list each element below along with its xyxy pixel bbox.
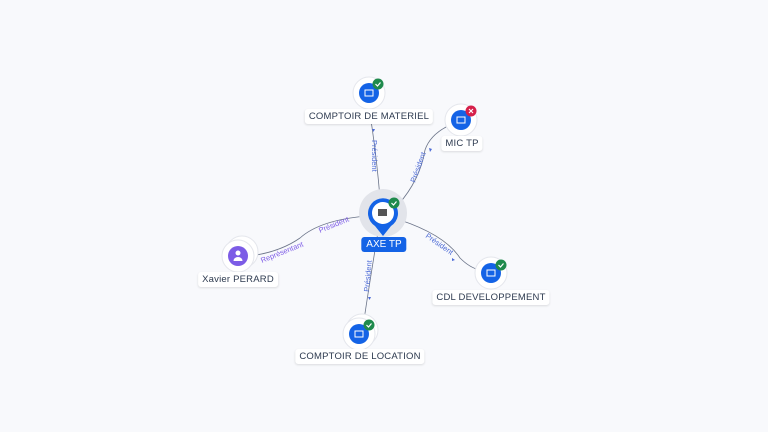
edge-label: Président <box>317 214 351 235</box>
node-cdl-developpement[interactable] <box>474 256 508 290</box>
edge-mic-tp <box>397 125 449 206</box>
edge-label: Président <box>370 140 379 173</box>
arrow-icon <box>452 258 455 261</box>
active-status-icon <box>388 197 400 209</box>
arrow-icon <box>372 129 375 132</box>
active-status-icon <box>372 78 384 90</box>
building-icon <box>456 116 466 124</box>
building-icon <box>486 269 496 277</box>
edge-xavier <box>249 215 368 257</box>
person-icon <box>233 250 243 261</box>
arrow-icon <box>429 148 432 152</box>
node-label[interactable]: COMPTOIR DE LOCATION <box>295 349 425 364</box>
node-comptoir-materiel[interactable] <box>352 76 386 110</box>
active-status-icon <box>363 319 375 331</box>
edge-label: Président <box>362 259 374 292</box>
building-icon <box>364 89 374 97</box>
edge-label: Président <box>424 231 456 257</box>
center-node[interactable] <box>359 189 407 237</box>
active-status-icon <box>495 259 507 271</box>
node-mic-tp[interactable] <box>444 103 478 137</box>
node-xavier-perard[interactable] <box>221 235 259 273</box>
node-label[interactable]: Xavier PERARD <box>198 272 278 287</box>
edge-cdl <box>399 219 481 271</box>
node-comptoir-location[interactable] <box>342 313 379 351</box>
node-label[interactable]: MIC TP <box>441 136 483 151</box>
edge-label: Président <box>408 150 428 184</box>
center-node-label[interactable]: AXE TP <box>361 237 407 252</box>
building-icon <box>378 209 387 216</box>
node-label[interactable]: COMPTOIR DE MATERIEL <box>304 109 434 124</box>
arrow-icon <box>368 297 371 300</box>
building-icon <box>354 330 364 338</box>
node-label[interactable]: CDL DEVELOPPEMENT <box>432 290 550 305</box>
edge-label: Représentant <box>259 239 305 265</box>
